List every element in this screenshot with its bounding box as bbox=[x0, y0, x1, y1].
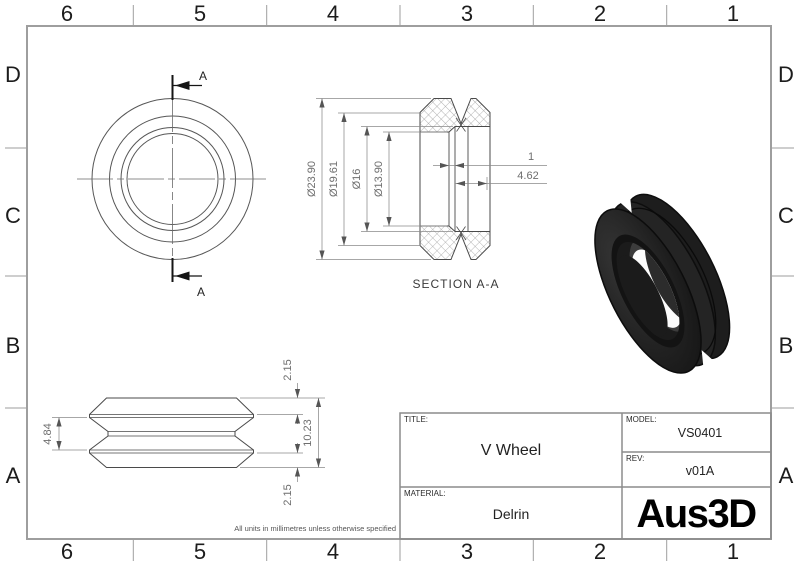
section-arrow-bottom-icon bbox=[175, 271, 190, 281]
dim-groove-root-width: 1 bbox=[528, 151, 534, 163]
zone-row-label: A bbox=[779, 463, 794, 488]
zone-col-label: 3 bbox=[461, 539, 473, 564]
section-bore-step-lines bbox=[448, 126, 469, 232]
zone-col-label: 4 bbox=[327, 1, 339, 26]
dim-counterbore: Ø16 bbox=[351, 169, 363, 190]
zone-row-label: B bbox=[779, 333, 794, 358]
side-profile-outline bbox=[89, 397, 254, 468]
rev-value: v01A bbox=[686, 464, 715, 478]
zone-col-label: 5 bbox=[194, 539, 206, 564]
section-label: SECTION A-A bbox=[412, 277, 499, 291]
zone-col-label: 3 bbox=[461, 1, 473, 26]
zone-row-label: C bbox=[778, 203, 794, 228]
model-value: VS0401 bbox=[678, 426, 723, 440]
rev-label: REV: bbox=[626, 454, 644, 463]
dim-chamfer-top: 2.15 bbox=[282, 359, 294, 380]
zone-labels-left: D C B A bbox=[5, 62, 21, 488]
dim-od: Ø23.90 bbox=[306, 161, 318, 197]
title-block: TITLE: V Wheel MODEL: VS0401 REV: v01A M… bbox=[399, 412, 772, 540]
side-dim-arrows bbox=[56, 389, 322, 477]
zone-labels-top: 6 5 4 3 2 1 bbox=[61, 1, 739, 26]
zone-labels-bottom: 6 5 4 3 2 1 bbox=[61, 539, 739, 564]
section-arrow-label-bottom: A bbox=[197, 285, 205, 299]
zone-col-label: 2 bbox=[594, 1, 606, 26]
section-extension-lines bbox=[316, 98, 488, 260]
zone-col-label: 6 bbox=[61, 539, 73, 564]
section-outer-edges bbox=[419, 112, 491, 246]
zone-row-label: D bbox=[778, 62, 794, 87]
dim-overall-width: 10.23 bbox=[302, 419, 314, 447]
zone-col-label: 4 bbox=[327, 539, 339, 564]
model-label: MODEL: bbox=[626, 415, 657, 424]
title-label: TITLE: bbox=[404, 415, 428, 424]
title-block-grid bbox=[399, 412, 772, 540]
front-view: A A bbox=[77, 69, 268, 299]
section-view: Ø23.90 Ø19.61 Ø16 Ø13.90 1 4.62 SECTION … bbox=[306, 98, 547, 291]
section-dim-lines bbox=[321, 98, 547, 260]
zone-col-label: 1 bbox=[727, 539, 739, 564]
zone-col-label: 6 bbox=[61, 1, 73, 26]
wheel-3d-render bbox=[594, 193, 731, 374]
zone-row-label: D bbox=[5, 62, 21, 87]
section-arrow-top-icon bbox=[175, 81, 190, 90]
groove-detail-lines bbox=[455, 117, 467, 241]
dim-chamfer-bottom: 2.15 bbox=[282, 484, 294, 505]
material-value: Delrin bbox=[493, 506, 530, 522]
side-profile-edge-lines bbox=[89, 414, 254, 454]
side-view: 4.84 2.15 10.23 2.15 bbox=[42, 359, 325, 506]
dim-groove-height: 4.84 bbox=[42, 423, 54, 444]
section-arrow-label-top: A bbox=[199, 69, 207, 83]
zone-col-label: 2 bbox=[594, 539, 606, 564]
material-label: MATERIAL: bbox=[404, 489, 446, 498]
dim-bore: Ø13.90 bbox=[373, 161, 385, 197]
units-note: All units in millimetres unless otherwis… bbox=[234, 524, 396, 533]
zone-row-label: C bbox=[5, 203, 21, 228]
side-extension-lines bbox=[52, 397, 325, 468]
sheet-frame: 6 5 4 3 2 1 6 5 4 3 2 1 D C B A D C B A bbox=[5, 1, 794, 564]
zone-col-label: 1 bbox=[727, 1, 739, 26]
zone-ticks bbox=[5, 5, 794, 561]
wheel-groove-notch-top bbox=[617, 193, 632, 213]
zone-row-label: B bbox=[6, 333, 21, 358]
zone-col-label: 5 bbox=[194, 1, 206, 26]
section-dim-arrows bbox=[319, 98, 487, 260]
zone-row-label: A bbox=[6, 463, 21, 488]
dim-counterbore-depth: 4.62 bbox=[517, 170, 538, 182]
company-logo: Aus3D bbox=[636, 492, 756, 536]
title-value: V Wheel bbox=[481, 442, 541, 459]
section-cut-line: A A bbox=[171, 69, 207, 299]
wheel-bore-throughlight bbox=[631, 249, 682, 328]
dim-groove-root: Ø19.61 bbox=[328, 161, 340, 197]
zone-labels-right: D C B A bbox=[778, 62, 794, 488]
border-frame bbox=[26, 25, 772, 540]
wheel-groove-notch-bottom bbox=[701, 350, 717, 370]
